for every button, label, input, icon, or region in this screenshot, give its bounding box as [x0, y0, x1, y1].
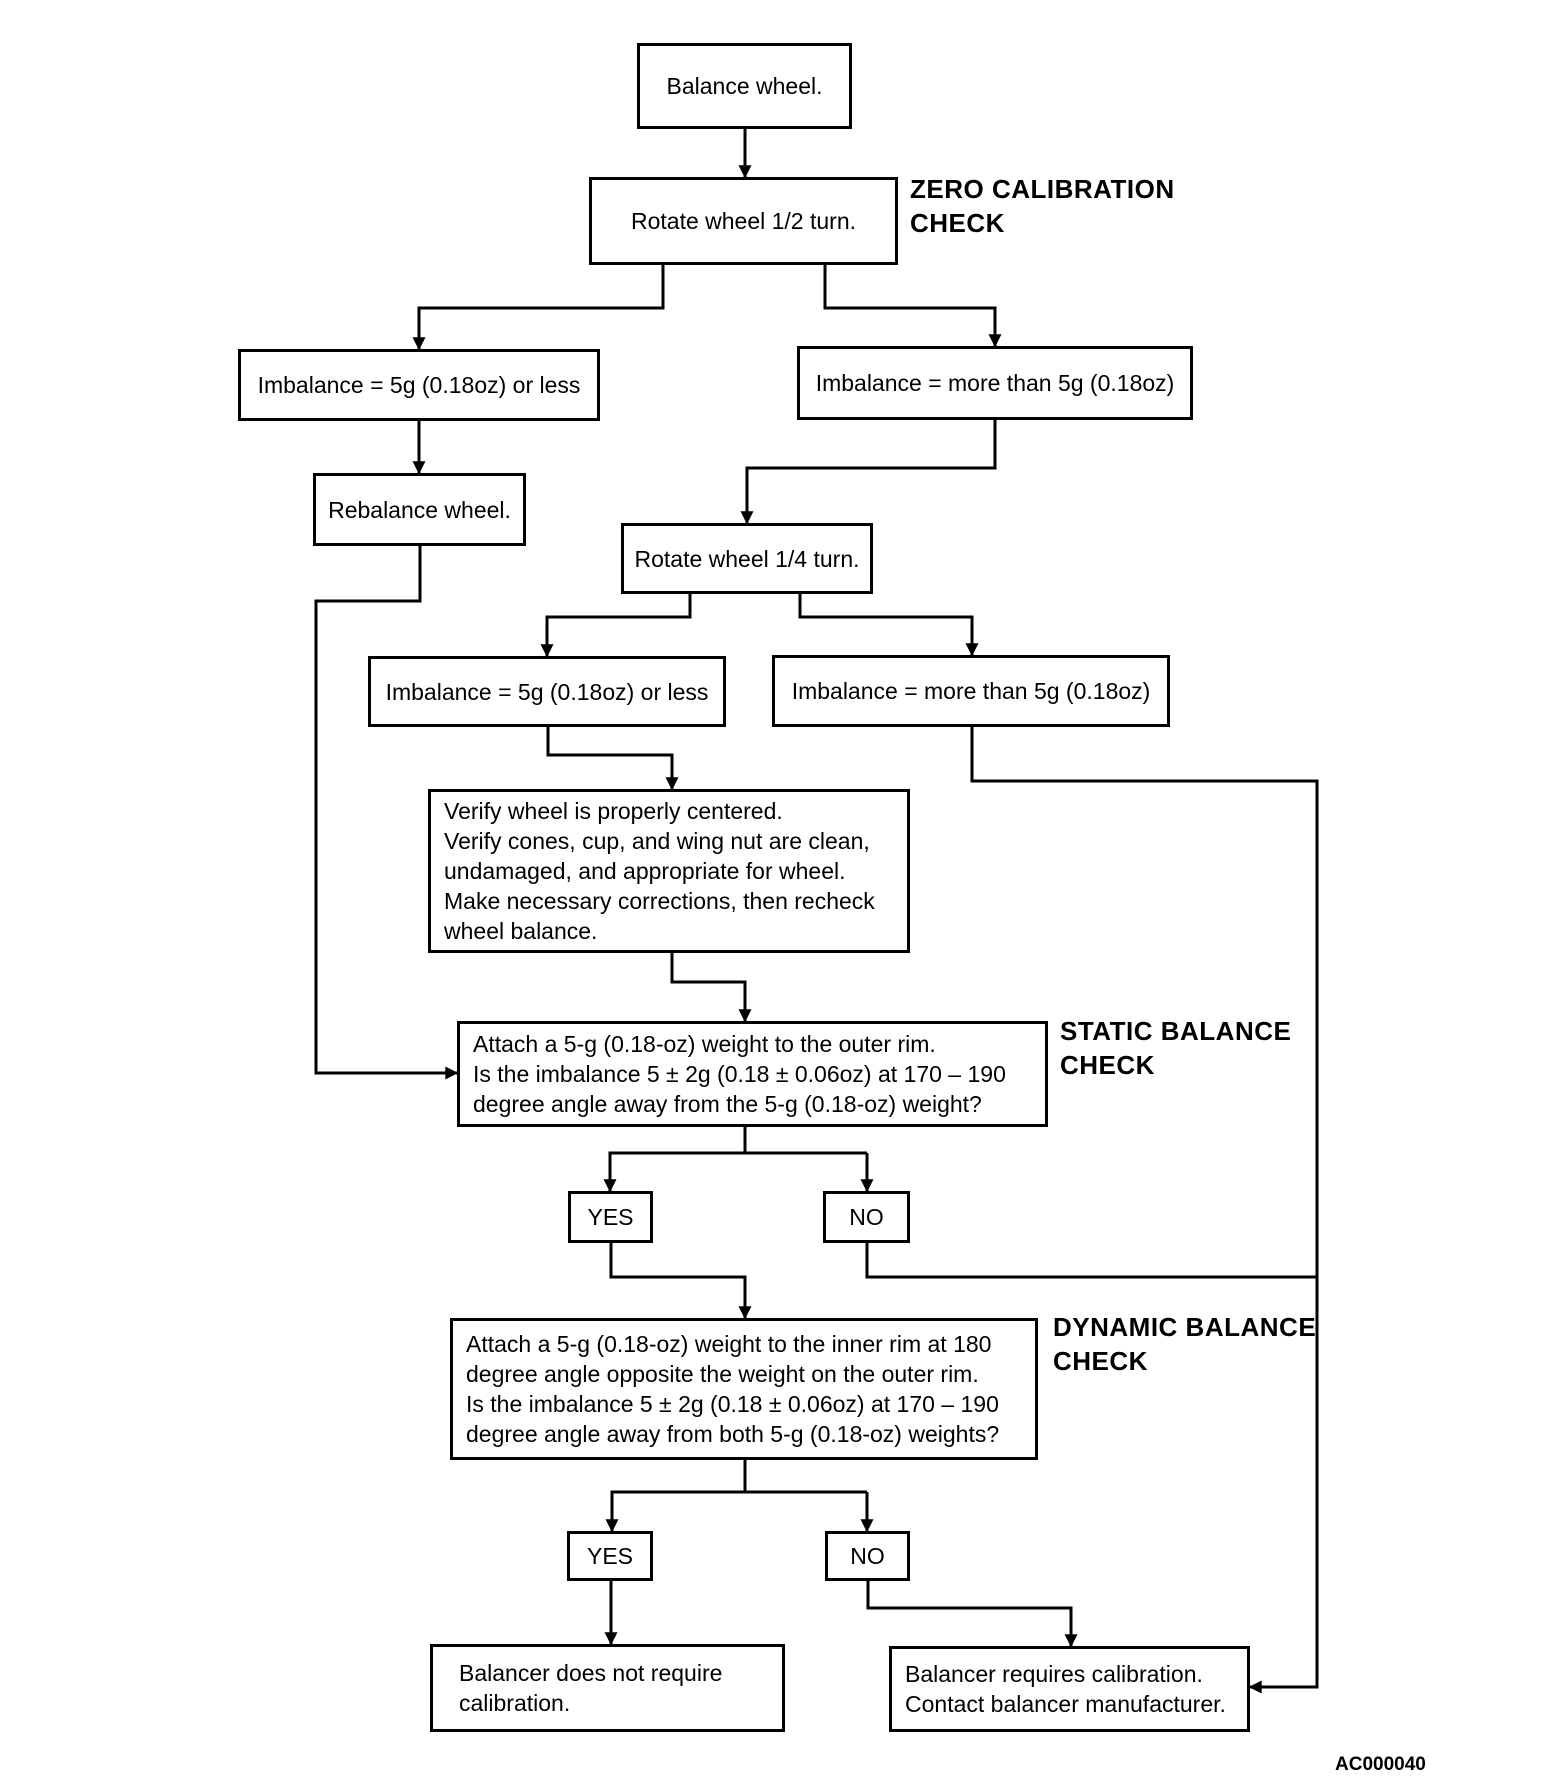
label-zero-calibration-check: ZERO CALIBRATION CHECK: [910, 174, 1175, 238]
node-text-line: undamaged, and appropriate for wheel.: [444, 858, 846, 884]
node-static-balance-question: Attach a 5-g (0.18-oz) weight to the out…: [457, 1021, 1048, 1127]
node-static-yes: YES: [568, 1191, 653, 1243]
node-rebalance-wheel: Rebalance wheel.: [313, 473, 526, 546]
connector-no1-to-rightline: [865, 1243, 1317, 1279]
label-static-balance-check: STATIC BALANCE CHECK: [1060, 1016, 1292, 1080]
node-text-line: Attach a 5-g (0.18-oz) weight to the out…: [473, 1031, 936, 1057]
node-rotate-wheel-half-turn: Rotate wheel 1/2 turn.: [589, 177, 898, 265]
node-text-line: Make necessary corrections, then recheck: [444, 888, 875, 914]
connector-imb2left-to-verify: [546, 727, 679, 791]
node-rotate-wheel-quarter-turn: Rotate wheel 1/4 turn.: [621, 523, 873, 594]
node-imbalance-more-than-5g-2: Imbalance = more than 5g (0.18oz): [772, 655, 1170, 727]
node-text-line: Balancer does not require: [459, 1660, 723, 1686]
node-text-line: Verify wheel is properly centered.: [444, 798, 783, 824]
connector-static-to-yes1: [603, 1151, 867, 1193]
connector-no2-to-resultfail: [866, 1581, 1078, 1648]
node-text: Rotate wheel 1/2 turn.: [630, 208, 857, 234]
node-text-line: degree angle away from both 5-g (0.18-oz…: [466, 1421, 1000, 1447]
node-imbalance-5g-or-less-1: Imbalance = 5g (0.18oz) or less: [238, 349, 600, 421]
node-text-line: Verify cones, cup, and wing nut are clea…: [444, 828, 870, 854]
node-text-line: Is the imbalance 5 ± 2g (0.18 ± 0.06oz) …: [466, 1391, 999, 1417]
connector-rotatequarter-to-imb2right: [798, 594, 979, 657]
node-static-no: NO: [823, 1191, 910, 1243]
node-dynamic-yes: YES: [567, 1531, 653, 1581]
node-text-line: Is the imbalance 5 ± 2g (0.18 ± 0.06oz) …: [473, 1061, 1006, 1087]
connector-yes1-to-dynamic: [609, 1243, 752, 1320]
node-text: Imbalance = 5g (0.18oz) or less: [385, 678, 709, 705]
node-balance-wheel: Balance wheel.: [637, 43, 852, 129]
connector-rotatequarter-to-imb2left: [540, 594, 692, 658]
figure-code: AC000040: [1335, 1754, 1426, 1775]
connector-dynamic-to-yes2: [605, 1490, 867, 1533]
connector-imb1right-to-rotatequarter: [740, 420, 997, 525]
node-dynamic-balance-question: Attach a 5-g (0.18-oz) weight to the inn…: [450, 1318, 1038, 1460]
node-text-line: Contact balancer manufacturer.: [905, 1691, 1226, 1717]
node-text: YES: [586, 1543, 634, 1569]
node-text: Imbalance = more than 5g (0.18oz): [791, 678, 1151, 704]
node-balancer-ok: Balancer does not require calibration.: [430, 1644, 785, 1732]
node-text-line: degree angle away from the 5-g (0.18-oz)…: [473, 1091, 982, 1117]
connector-imb2right-to-resultfail: [970, 727, 1319, 1694]
connector-rotatehalf-to-imb1left: [412, 265, 665, 351]
node-verify-wheel-centered: Verify wheel is properly centered. Verif…: [428, 789, 910, 953]
node-text-line: wheel balance.: [444, 918, 598, 944]
connector-rotatehalf-to-imb1right: [823, 265, 1002, 348]
node-text: Balance wheel.: [666, 73, 823, 99]
node-balancer-requires-calibration: Balancer requires calibration. Contact b…: [889, 1646, 1250, 1732]
connector-rebalance-to-static: [314, 546, 459, 1080]
node-dynamic-no: NO: [825, 1531, 910, 1581]
node-text-line: calibration.: [459, 1690, 571, 1716]
node-text: Rebalance wheel.: [328, 496, 511, 523]
node-text: Imbalance = more than 5g (0.18oz): [815, 370, 1175, 396]
connector-verify-to-static: [670, 953, 752, 1023]
node-text: Imbalance = 5g (0.18oz) or less: [257, 372, 581, 398]
node-text: NO: [850, 1543, 885, 1569]
node-imbalance-more-than-5g-1: Imbalance = more than 5g (0.18oz): [797, 346, 1193, 420]
node-imbalance-5g-or-less-2: Imbalance = 5g (0.18oz) or less: [368, 656, 726, 727]
node-text: Rotate wheel 1/4 turn.: [634, 545, 860, 572]
node-text: NO: [849, 1204, 884, 1230]
node-text: YES: [587, 1204, 634, 1230]
label-dynamic-balance-check: DYNAMIC BALANCE CHECK: [1053, 1312, 1317, 1376]
node-text-line: Attach a 5-g (0.18-oz) weight to the inn…: [466, 1331, 992, 1357]
node-text-line: Balancer requires calibration.: [905, 1661, 1203, 1687]
node-text-line: degree angle opposite the weight on the …: [466, 1361, 979, 1387]
